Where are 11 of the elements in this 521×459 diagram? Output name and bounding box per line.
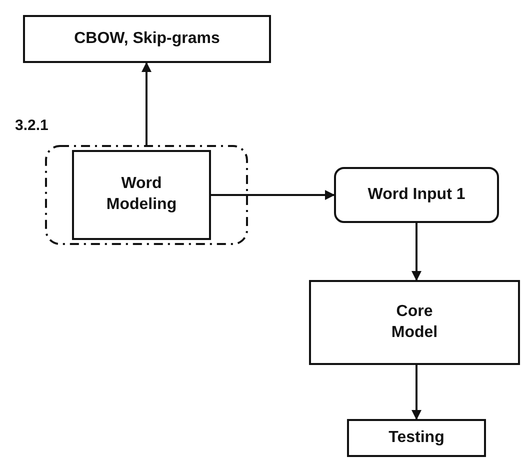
process-box: Core Model bbox=[309, 280, 520, 365]
process-box: Word Modeling bbox=[72, 150, 211, 240]
process-box: CBOW, Skip-grams bbox=[23, 15, 271, 63]
arrow bbox=[412, 223, 422, 281]
section-number: 3.2.1 bbox=[15, 117, 48, 134]
process-box: Testing bbox=[347, 419, 486, 457]
arrow bbox=[412, 365, 422, 420]
arrow bbox=[211, 190, 335, 200]
dashed-group bbox=[15, 117, 248, 245]
process-box: Word Input 1 bbox=[334, 167, 499, 223]
arrow bbox=[142, 62, 152, 145]
